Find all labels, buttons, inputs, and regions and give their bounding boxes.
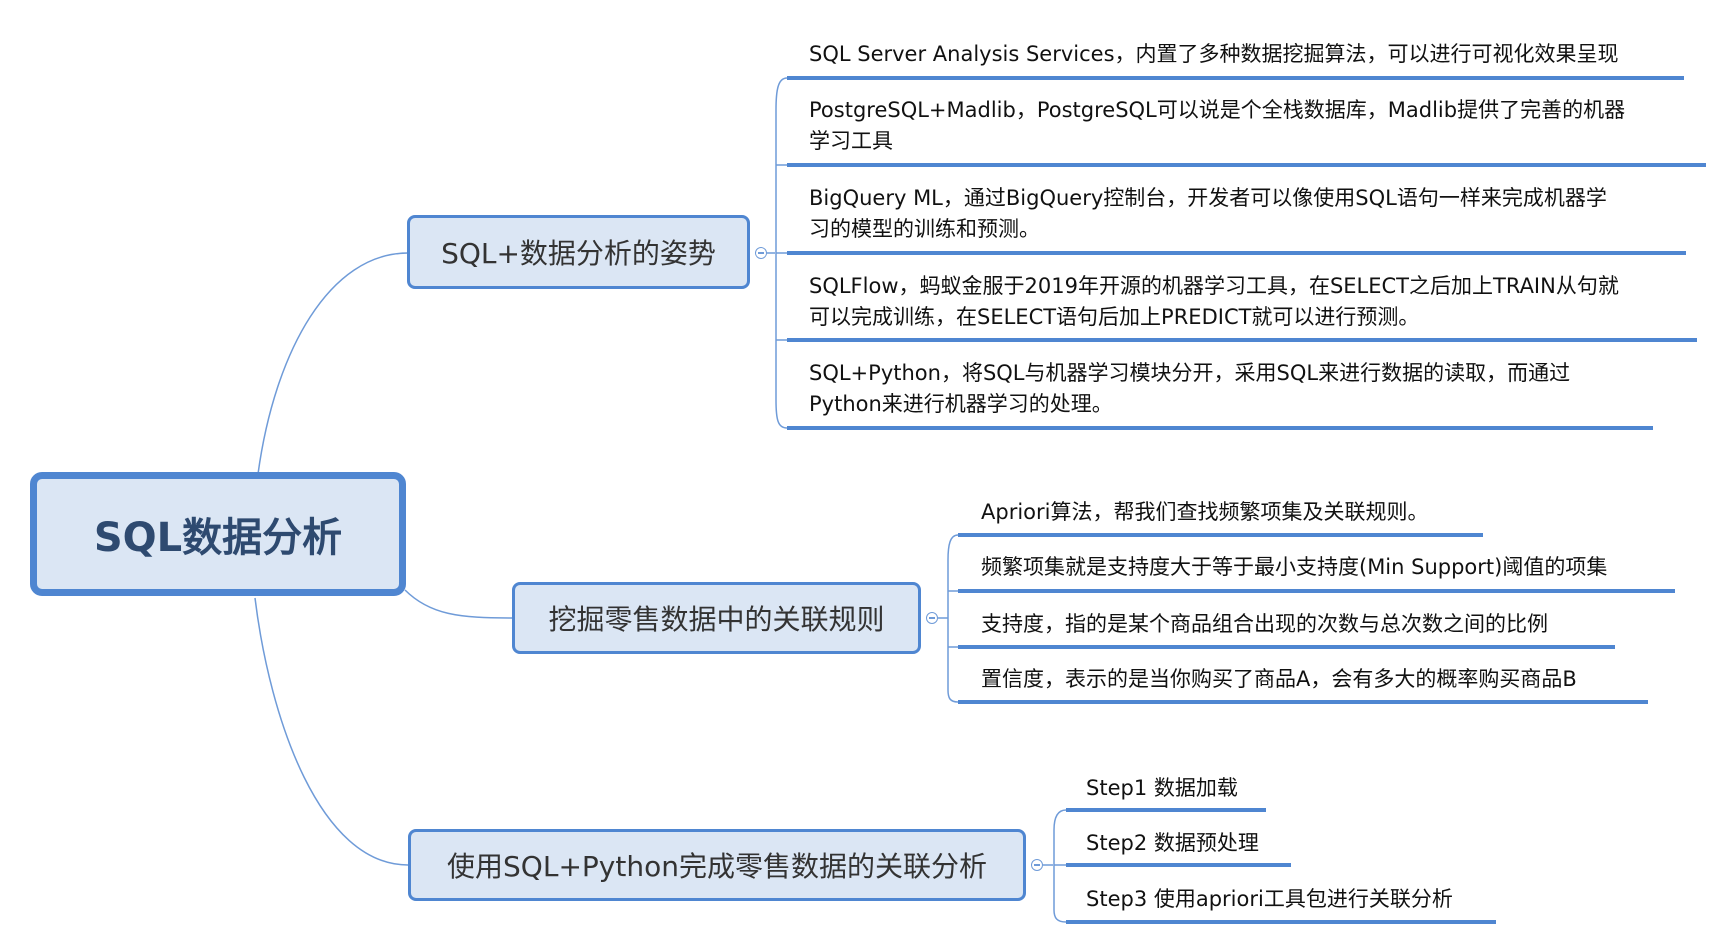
leaf-text: 支持度，指的是某个商品组合出现的次数与总次数之间的比例 [981, 612, 1548, 636]
branch-node-association-rules[interactable]: 挖掘零售数据中的关联规则 [512, 582, 921, 654]
leaf-topic[interactable]: SQLFlow，蚂蚁金服于2019年开源的机器学习工具，在SELECT之后加上T… [809, 271, 1619, 333]
link-root-branch1 [257, 252, 409, 475]
collapse-toggle-icon[interactable] [1031, 859, 1043, 871]
branch-node-sql-analysis-approaches[interactable]: SQL+数据分析的姿势 [407, 215, 750, 289]
leaf-topic[interactable]: BigQuery ML，通过BigQuery控制台，开发者可以像使用SQL语句一… [809, 183, 1607, 245]
leaf-underline [958, 589, 1675, 593]
root-label: SQL数据分析 [93, 515, 343, 561]
leaf-text: Step1 数据加载 [1086, 776, 1238, 800]
leaf-underline [787, 251, 1686, 255]
leaf-underline [1066, 863, 1291, 867]
leaf-topic[interactable]: Step3 使用apriori工具包进行关联分析 [1086, 884, 1453, 915]
bracket-branch3 [1043, 809, 1067, 923]
leaf-underline [787, 426, 1653, 430]
bracket-branch1 [767, 77, 788, 429]
leaf-text: BigQuery ML，通过BigQuery控制台，开发者可以像使用SQL语句一… [809, 186, 1607, 210]
leaf-underline [958, 700, 1648, 704]
collapse-toggle-icon[interactable] [926, 612, 938, 624]
branch-label: 使用SQL+Python完成零售数据的关联分析 [447, 850, 987, 883]
leaf-topic[interactable]: Apriori算法，帮我们查找频繁项集及关联规则。 [981, 497, 1428, 528]
leaf-text: SQL+Python，将SQL与机器学习模块分开，采用SQL来进行数据的读取，而… [809, 361, 1571, 385]
leaf-underline [787, 163, 1706, 167]
bracket-branch2 [938, 534, 959, 703]
leaf-topic[interactable]: SQL+Python，将SQL与机器学习模块分开，采用SQL来进行数据的读取，而… [809, 358, 1570, 420]
leaf-text: PostgreSQL+Madlib，PostgreSQL可以说是个全栈数据库，M… [809, 98, 1626, 122]
branch-label: SQL+数据分析的姿势 [441, 237, 716, 270]
link-root-branch2 [404, 589, 513, 619]
leaf-topic[interactable]: SQL Server Analysis Services，内置了多种数据挖掘算法… [809, 39, 1619, 70]
link-root-branch3 [254, 597, 409, 866]
leaf-topic[interactable]: 频繁项集就是支持度大于等于最小支持度(Min Support)阈值的项集 [981, 552, 1607, 583]
leaf-topic[interactable]: 支持度，指的是某个商品组合出现的次数与总次数之间的比例 [981, 609, 1548, 640]
root-node[interactable]: SQL数据分析 [30, 472, 406, 596]
leaf-topic[interactable]: Step1 数据加载 [1086, 773, 1238, 804]
leaf-text: 频繁项集就是支持度大于等于最小支持度(Min Support)阈值的项集 [981, 555, 1608, 579]
branch-label: 挖掘零售数据中的关联规则 [548, 603, 885, 636]
leaf-text: 置信度，表示的是当你购买了商品A，会有多大的概率购买商品B [981, 667, 1577, 691]
leaf-underline [1066, 808, 1266, 812]
leaf-text: SQLFlow，蚂蚁金服于2019年开源的机器学习工具，在SELECT之后加上T… [809, 274, 1619, 298]
leaf-text: 可以完成训练，在SELECT语句后加上PREDICT就可以进行预测。 [809, 305, 1420, 329]
leaf-text: Apriori算法，帮我们查找频繁项集及关联规则。 [981, 500, 1429, 524]
leaf-underline [958, 533, 1483, 537]
branch-node-sql-python-analysis[interactable]: 使用SQL+Python完成零售数据的关联分析 [408, 829, 1026, 901]
leaf-text: Step3 使用apriori工具包进行关联分析 [1086, 887, 1453, 911]
collapse-toggle-icon[interactable] [755, 247, 767, 259]
leaf-text: Step2 数据预处理 [1086, 831, 1259, 855]
leaf-topic[interactable]: Step2 数据预处理 [1086, 828, 1259, 859]
leaf-text: SQL Server Analysis Services，内置了多种数据挖掘算法… [809, 42, 1619, 66]
leaf-underline [958, 645, 1615, 649]
leaf-underline [787, 76, 1684, 80]
leaf-underline [1066, 920, 1496, 924]
leaf-underline [787, 338, 1697, 342]
leaf-text: 习的模型的训练和预测。 [809, 217, 1040, 241]
leaf-topic[interactable]: PostgreSQL+Madlib，PostgreSQL可以说是个全栈数据库，M… [809, 95, 1625, 157]
leaf-topic[interactable]: 置信度，表示的是当你购买了商品A，会有多大的概率购买商品B [981, 664, 1577, 695]
leaf-text: 学习工具 [809, 129, 893, 153]
leaf-text: Python来进行机器学习的处理。 [809, 392, 1113, 416]
